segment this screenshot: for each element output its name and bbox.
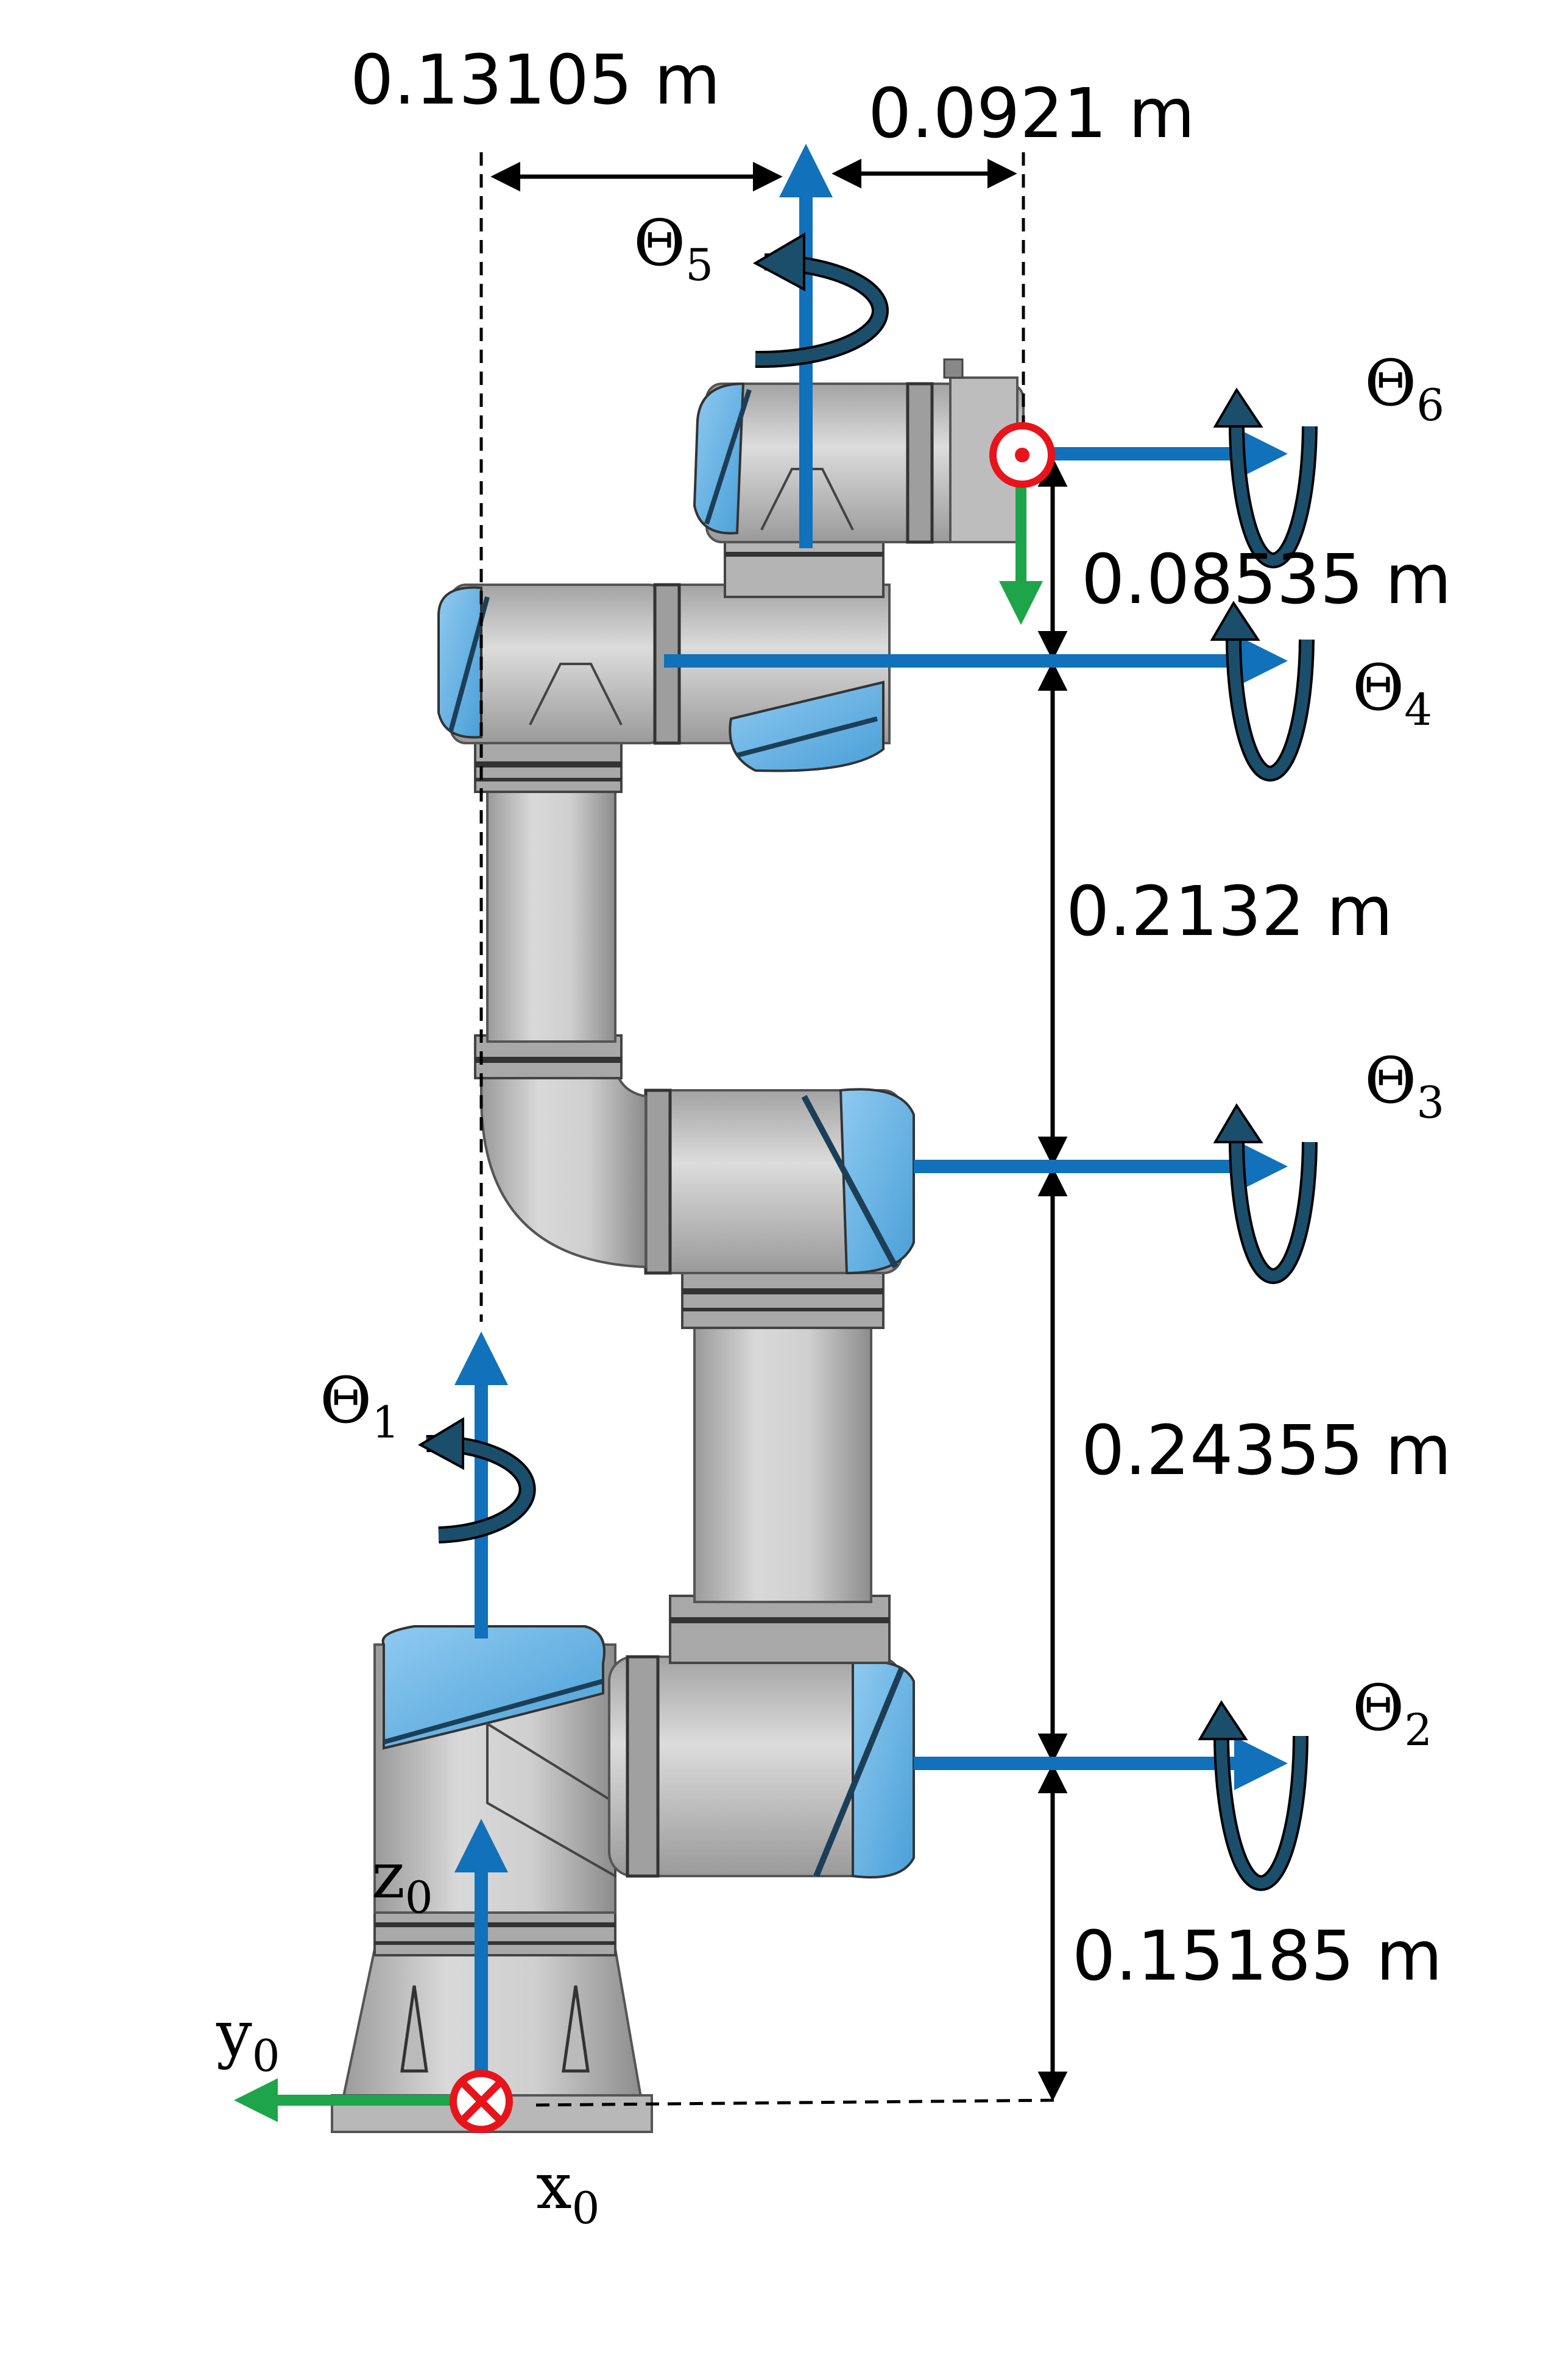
dimension-arrows — [490, 158, 1068, 2101]
dim-label-upper-arm: 0.24355 m — [1081, 1411, 1452, 1490]
label-theta6: Θ6 — [1365, 346, 1444, 431]
label-y0: y0 — [216, 1997, 280, 2081]
rotation-theta4 — [1210, 601, 1315, 782]
label-theta5: Θ5 — [634, 206, 713, 291]
rotation-theta2 — [1198, 1700, 1308, 1891]
dim-label-top-left: 0.13105 m — [350, 41, 721, 120]
label-theta2: Θ2 — [1352, 1671, 1432, 1755]
upper-arm-neck — [669, 1595, 891, 1664]
upper-arm-neck-top — [681, 1266, 885, 1329]
rotation-theta1 — [417, 1417, 536, 1543]
green-axes — [234, 481, 1043, 2122]
joint3-cap — [839, 1088, 915, 1275]
label-z0: z0 — [372, 1838, 433, 1923]
forearm-link — [486, 785, 616, 1043]
label-x0: x0 — [536, 2149, 599, 2234]
dim-label-tool: 0.08535 m — [1081, 540, 1452, 619]
x0-into-page-marker — [450, 2070, 513, 2133]
rotation-theta3 — [1213, 1103, 1318, 1285]
joint5-cap — [693, 382, 745, 535]
base-foot-ribs — [400, 1985, 590, 2073]
shoulder-cap — [381, 1625, 606, 1750]
reference-lines — [479, 152, 1054, 2107]
upper-arm-link — [693, 1321, 872, 1603]
dim-label-base: 0.15185 m — [1072, 1917, 1443, 1996]
label-theta3: Θ3 — [1365, 1043, 1444, 1128]
dim-label-forearm: 0.2132 m — [1066, 872, 1393, 951]
dim-label-top-right: 0.0921 m — [868, 74, 1195, 153]
rotation-theta6 — [1213, 387, 1318, 569]
elbow-bend — [480, 1059, 647, 1269]
rotation-theta5 — [752, 232, 889, 369]
label-theta4: Θ4 — [1352, 651, 1432, 735]
base-ring — [373, 1905, 616, 1956]
joint-axes — [454, 144, 1288, 2095]
label-theta1: Θ1 — [320, 1363, 400, 1448]
tool-out-of-page-marker — [989, 422, 1055, 488]
robot-body — [331, 358, 1025, 2133]
joint4-cap — [437, 586, 482, 739]
